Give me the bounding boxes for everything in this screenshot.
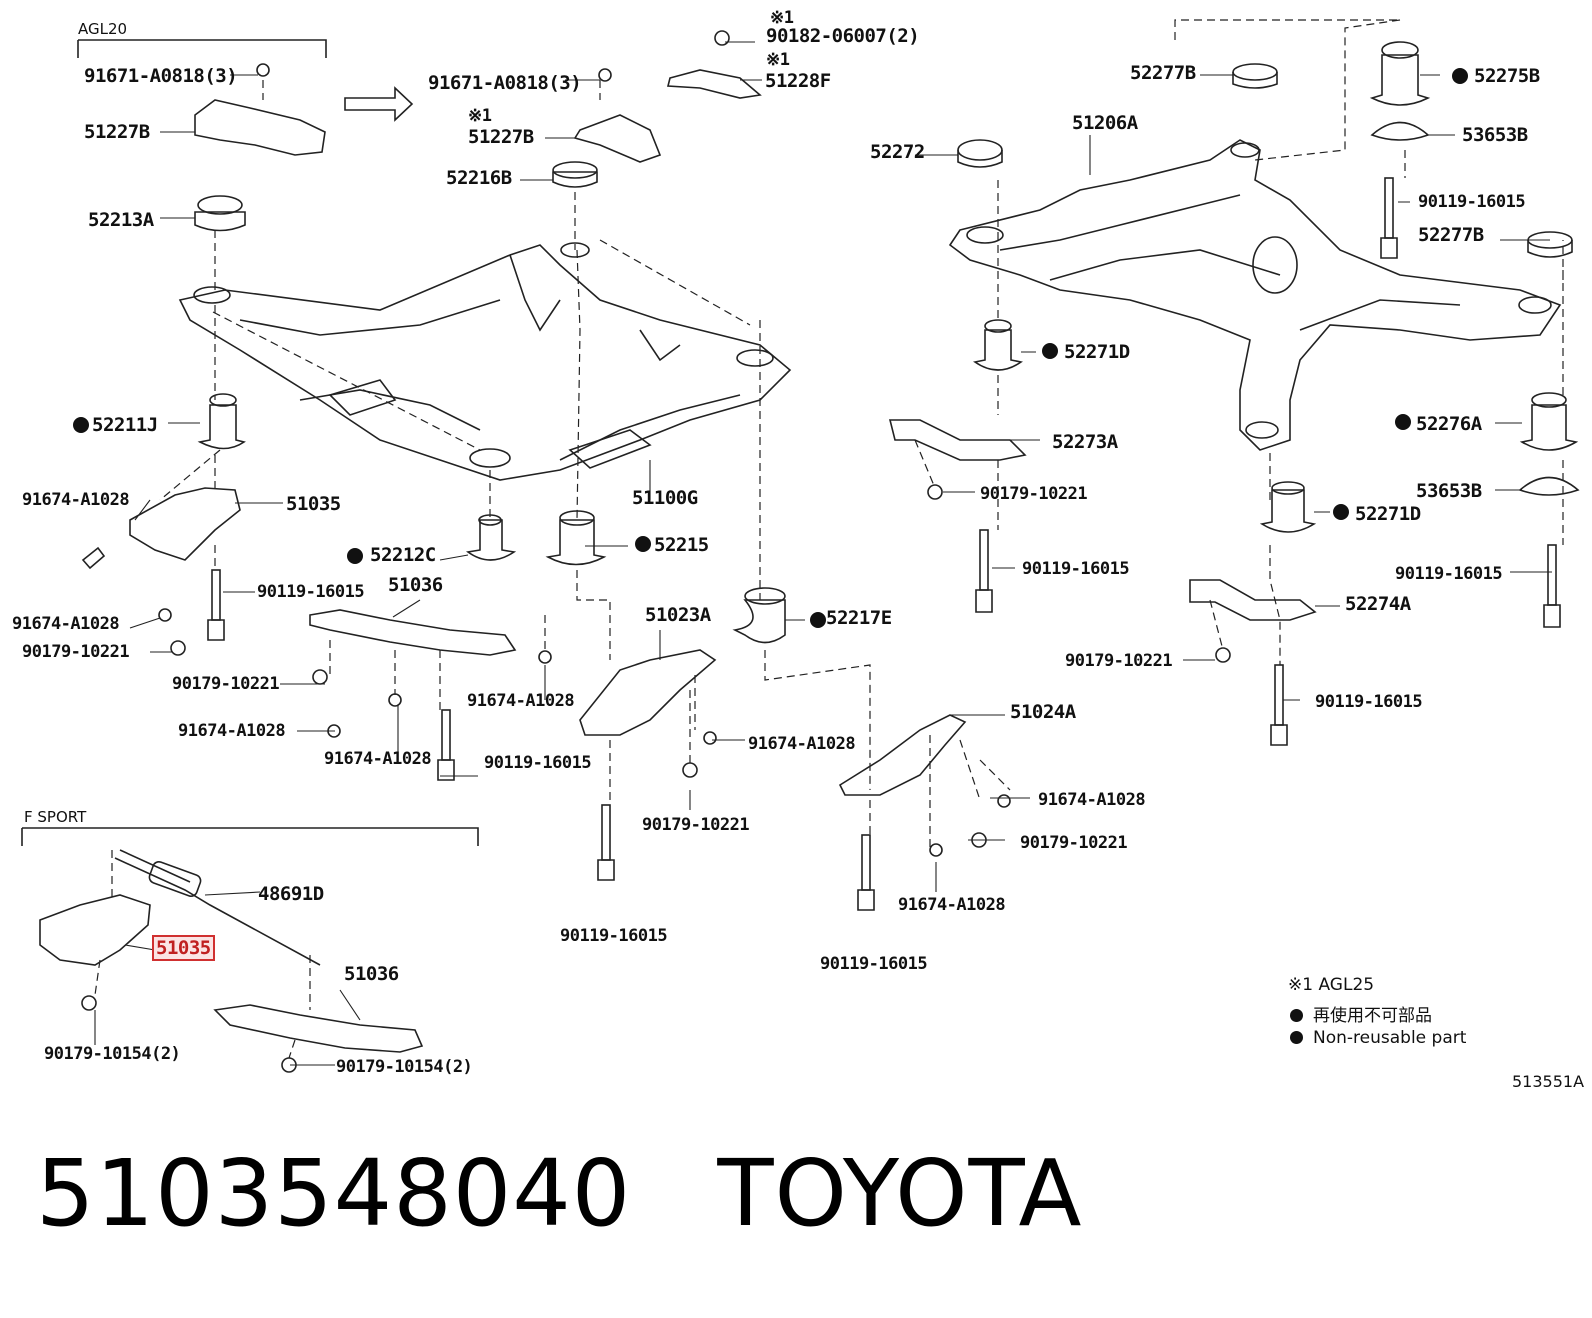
rear-subframe xyxy=(948,139,1562,451)
legend-en: Non-reusable part xyxy=(1290,1028,1466,1048)
part-label: 90179-10221 xyxy=(22,642,130,662)
bolts xyxy=(81,30,1561,1073)
part-number: 5103548040 xyxy=(36,1140,632,1247)
part-label: 91674-A1028 xyxy=(178,721,286,741)
part-label: 51036 xyxy=(344,963,399,985)
diagram-ref-code: 513551A xyxy=(1512,1072,1585,1091)
dashed-lines xyxy=(94,19,1564,1059)
part-label: 52277B xyxy=(1418,224,1484,246)
part-label: 52271D xyxy=(1355,503,1421,525)
note-mark: ※1 xyxy=(468,106,492,126)
part-label: 91674-A1028 xyxy=(12,614,120,634)
agl20-bracket xyxy=(77,39,327,58)
part-label: 91674-A1028 xyxy=(324,749,432,769)
part-label: 90119-16015 xyxy=(257,582,365,602)
legend-note: ※1 AGL25 xyxy=(1288,975,1375,995)
part-label: 52271D xyxy=(1064,341,1130,363)
part-label-highlighted[interactable]: 51035 xyxy=(152,935,215,961)
plates xyxy=(39,69,1317,1053)
note-mark: ※1 xyxy=(766,50,790,70)
part-label: 90179-10221 xyxy=(642,815,750,835)
dot-icon xyxy=(1290,1031,1303,1044)
highlighted-part-51035[interactable]: 51035 xyxy=(152,935,215,961)
dot-icon xyxy=(1290,1009,1303,1022)
part-label: 90179-10221 xyxy=(1065,651,1173,671)
part-label: 51035 xyxy=(286,493,341,515)
part-label: 52274A xyxy=(1345,593,1411,615)
part-label: 52272 xyxy=(870,141,925,163)
part-label: 91674-A1028 xyxy=(22,490,130,510)
part-label: 90179-10221 xyxy=(1020,833,1128,853)
part-label: 91671-A0818(3) xyxy=(84,65,238,87)
non-reusable-dots xyxy=(73,68,1468,628)
legend-en-text: Non-reusable part xyxy=(1313,1028,1467,1048)
part-label: 52277B xyxy=(1130,62,1196,84)
part-label: 52215 xyxy=(654,534,709,556)
part-label: 51206A xyxy=(1072,112,1138,134)
part-label: 90119-16015 xyxy=(1418,192,1526,212)
part-label: 90179-10221 xyxy=(172,674,280,694)
part-label: 52212C xyxy=(370,544,436,566)
part-label: 52217E xyxy=(826,607,892,629)
group-label-f-sport: F SPORT xyxy=(24,808,87,826)
group-label-agl20: AGL20 xyxy=(78,20,128,38)
part-label: 91674-A1028 xyxy=(898,895,1006,915)
fsport-bracket xyxy=(21,827,479,846)
part-label: 90119-16015 xyxy=(1395,564,1503,584)
part-label: 90119-16015 xyxy=(484,753,592,773)
part-label: 91674-A1028 xyxy=(748,734,856,754)
part-label: 90119-16015 xyxy=(560,926,668,946)
part-label: 51100G xyxy=(632,487,698,509)
part-label: 52276A xyxy=(1416,413,1482,435)
part-label: 90179-10221 xyxy=(980,484,1088,504)
part-label: 52273A xyxy=(1052,431,1118,453)
note-mark: ※1 xyxy=(770,8,794,28)
part-label: 90119-16015 xyxy=(1022,559,1130,579)
part-label: 51227B xyxy=(84,121,150,143)
arrow-icon xyxy=(344,86,414,122)
part-label: 52275B xyxy=(1474,65,1540,87)
part-label: 53653B xyxy=(1462,124,1528,146)
part-label: 90119-16015 xyxy=(820,954,928,974)
part-label: 90179-10154(2) xyxy=(336,1057,473,1077)
part-label: 91674-A1028 xyxy=(1038,790,1146,810)
part-label: 90119-16015 xyxy=(1315,692,1423,712)
part-label: 52211J xyxy=(92,414,158,436)
part-label: 91674-A1028 xyxy=(467,691,575,711)
part-label: 51023A xyxy=(645,604,711,626)
part-label: 48691D xyxy=(258,883,324,905)
footer-title: 5103548040 TOYOTA xyxy=(36,1140,1083,1247)
part-label: 51036 xyxy=(388,574,443,596)
part-label: 91671-A0818(3) xyxy=(428,72,582,94)
part-label: 90179-10154(2) xyxy=(44,1044,181,1064)
part-label: 52213A xyxy=(88,209,154,231)
front-subframe xyxy=(178,242,792,481)
bushings xyxy=(194,41,1580,644)
leader-lines xyxy=(94,41,1552,1066)
part-label: 52216B xyxy=(446,167,512,189)
part-label: 51227B xyxy=(468,126,534,148)
part-label: 51228F xyxy=(765,70,831,92)
part-label: 53653B xyxy=(1416,480,1482,502)
brand-name: TOYOTA xyxy=(717,1140,1083,1247)
legend-jp: 再使用不可部品 xyxy=(1290,1001,1432,1026)
part-label: 51024A xyxy=(1010,701,1076,723)
part-label: 90182-06007(2) xyxy=(766,25,920,47)
legend-jp-text: 再使用不可部品 xyxy=(1313,1006,1432,1026)
